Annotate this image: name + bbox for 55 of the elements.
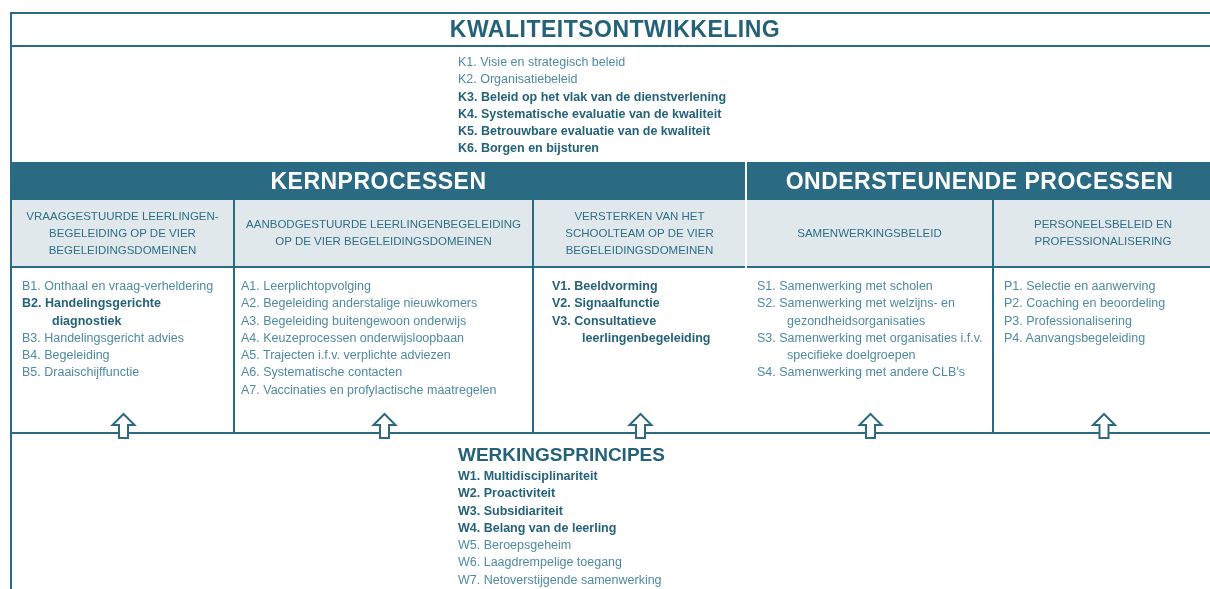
block-arrow (627, 412, 654, 439)
section-band: KERNPROCESSEN (12, 162, 745, 200)
list-item: A3. Begeleiding buitengewoon onderwijs (241, 312, 468, 330)
list-item: B3. Handelingsgericht advies (22, 329, 185, 347)
list-item: P1. Selectie en aanwerving (1004, 278, 1157, 295)
column-header: AANBODGESTUURDE LEERLINGENBEGELEIDING OP DE VIER BEGELEIDINGSDOMEINEN (235, 200, 532, 268)
list-item: W2. Proactiviteit (458, 485, 557, 503)
process-column (235, 200, 534, 432)
list-item: K6. Borgen en bijsturen (458, 140, 600, 158)
list-item: A5. Trajecten i.f.v. verplichte adviezen (241, 347, 452, 365)
block-arrow (371, 412, 398, 439)
list-item: K4. Systematische evaluatie van de kwaliteit (458, 105, 723, 123)
block-arrow (857, 412, 884, 439)
section-heading: WERKINGSPRINCIPES (458, 444, 666, 466)
list-item: K1. Visie en strategisch beleid (458, 54, 627, 71)
column-header: VERSTERKEN VAN HET SCHOOLTEAM OP DE VIER BEGELEIDINGSDOMEINEN (534, 200, 745, 268)
list-item: A4. Keuzeprocessen onderwijsloopbaan (241, 329, 466, 347)
list-item: S3. Samenwerking met organisaties i.f.v. specifieke doelgroepen (757, 329, 984, 365)
list-item: B1. Onthaal en vraag-verheldering (22, 278, 215, 295)
list-item: W5. Beroepsgeheim (458, 537, 573, 555)
list-item: B4. Begeleiding (22, 347, 111, 365)
list-item: B5. Draaischijffunctie (22, 364, 141, 382)
list-item: A7. Vaccinaties en profylactische maatregelen (241, 381, 498, 399)
block-arrow (110, 412, 137, 439)
list-item: A1. Leerplichtopvolging (241, 278, 372, 295)
process-group (745, 162, 1210, 432)
list-item: V1. Beeldvorming (552, 278, 659, 295)
list-item: W1. Multidisciplinariteit (458, 468, 599, 485)
list-item: S1. Samenwerking met scholen (757, 278, 934, 295)
list-item: S2. Samenwerking met welzijns- en gezondheidsorganisaties (757, 295, 956, 330)
list-item: P3. Professionalisering (1004, 312, 1133, 330)
list-item: A2. Begeleiding anderstalige nieuwkomers (241, 295, 479, 313)
list-item: K2. Organisatiebeleid (458, 71, 579, 89)
list-item: A6. Systematische contacten (241, 364, 404, 382)
list-item: W4. Belang van de leerling (458, 519, 618, 537)
list-item: V3. Consultatieve leerlingenbegeleiding (552, 312, 712, 347)
list-item: K3. Beleid op het vlak van de dienstverlening (458, 88, 728, 106)
column-header: PERSONEELSBELEID EN PROFESSIONALISERING (994, 200, 1210, 268)
block-arrow (1090, 412, 1118, 439)
section-title: KWALITEITSONTWIKKELING (12, 14, 1210, 47)
process-column (12, 200, 235, 432)
section-band: ONDERSTEUNENDE PROCESSEN (747, 162, 1210, 200)
list-item: V2. Signaalfunctie (552, 295, 661, 313)
list-item: S4. Samenwerking met andere CLB's (757, 364, 967, 382)
list-item: P2. Coaching en beoordeling (1004, 295, 1167, 313)
list-item: P4. Aanvangsbegeleiding (1004, 329, 1147, 347)
process-group (10, 162, 745, 432)
column-header: VRAAGGESTUURDE LEERLINGEN-BEGELEIDING OP DE VIER BEGELEIDINGSDOMEINEN (12, 200, 233, 268)
column-header: SAMENWERKINGSBELEID (747, 200, 992, 268)
list-item: B2. Handelingsgerichte diagnostiek (22, 295, 162, 330)
list-item: K5. Betrouwbare evaluatie van de kwaliteit (458, 123, 712, 141)
list-item: W3. Subsidiariteit (458, 502, 564, 520)
process-column (747, 200, 994, 432)
list-item: W6. Laagdrempelige toegang (458, 554, 623, 572)
list-item: W7. Netoverstijgende samenwerking (458, 571, 663, 589)
